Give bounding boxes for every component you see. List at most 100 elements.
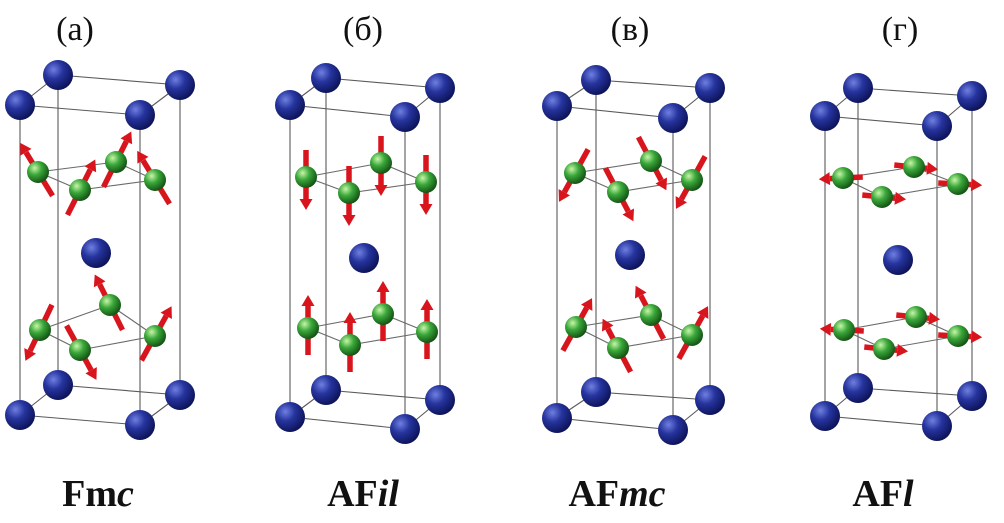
- green-atom: [69, 339, 91, 361]
- blue-atom: [5, 400, 35, 430]
- ring-edge: [349, 331, 428, 346]
- spin-arrow-head: [926, 161, 939, 175]
- spin-arrow-head: [581, 298, 593, 311]
- green-atom: [69, 179, 91, 201]
- spin-arrow-head: [160, 306, 172, 319]
- blue-atom: [843, 373, 873, 403]
- cell-edge: [19, 414, 141, 426]
- green-atom: [415, 171, 437, 193]
- blue-atom: [43, 370, 73, 400]
- green-atom: [947, 173, 969, 195]
- blue-atom: [957, 381, 987, 411]
- blue-atom: [658, 103, 688, 133]
- blue-atom: [165, 380, 195, 410]
- spin-arrow-head: [819, 322, 832, 336]
- green-atom: [905, 306, 927, 328]
- green-atom: [29, 319, 51, 341]
- green-atom: [338, 182, 360, 204]
- ring-edge: [574, 160, 652, 174]
- blue-atom: [922, 111, 952, 141]
- ring-edge: [617, 334, 693, 349]
- blue-atom: [957, 81, 987, 111]
- green-atom: [297, 317, 319, 339]
- ring-edge: [843, 316, 917, 331]
- spin-arrow-head: [675, 196, 687, 209]
- green-atom: [947, 325, 969, 347]
- spin-arrow-head: [970, 178, 983, 192]
- ring-edge: [305, 162, 382, 178]
- blue-atom: [425, 385, 455, 415]
- blue-atom: [311, 375, 341, 405]
- blue-atom: [542, 403, 572, 433]
- spin-arrow-head: [120, 131, 133, 145]
- green-atom: [871, 186, 893, 208]
- cell-edge: [857, 387, 973, 397]
- ring-edge: [883, 335, 959, 350]
- blue-atom: [581, 65, 611, 95]
- spin-arrow-head: [420, 299, 434, 310]
- green-atom: [144, 169, 166, 191]
- panel-c-caption: AFmc: [568, 473, 665, 515]
- blue-atom-center: [81, 238, 111, 268]
- blue-atom: [390, 414, 420, 444]
- spin-arrow-head: [342, 215, 356, 226]
- spin-arrow-head: [970, 330, 983, 344]
- spin-arrow-head: [635, 285, 647, 299]
- blue-atom: [275, 402, 305, 432]
- spin-arrow-head: [602, 318, 614, 332]
- green-atom: [339, 334, 361, 356]
- green-atom: [416, 321, 438, 343]
- spin-arrow-head: [818, 172, 831, 186]
- ring-edge: [348, 181, 427, 194]
- cell-edge: [857, 87, 973, 97]
- green-atom: [105, 151, 127, 173]
- blue-atom: [843, 73, 873, 103]
- cell-edge: [595, 79, 711, 89]
- ring-edge: [37, 161, 117, 173]
- green-atom: [607, 181, 629, 203]
- green-atom: [370, 152, 392, 174]
- spin-arrow-head: [301, 295, 315, 306]
- green-atom: [565, 316, 587, 338]
- cell-edge: [57, 384, 181, 396]
- spin-arrow-head: [419, 204, 433, 215]
- ring-edge: [79, 335, 156, 351]
- green-atom: [903, 156, 925, 178]
- cell-edge: [289, 104, 406, 118]
- cell-edge: [19, 104, 141, 116]
- blue-atom: [810, 101, 840, 131]
- spin-arrow-head: [655, 177, 667, 191]
- panel-a-letter: (а): [56, 11, 94, 48]
- spin-arrow-head: [896, 343, 909, 357]
- ring-edge: [617, 179, 693, 193]
- spin-arrow-head: [85, 367, 97, 380]
- ring-edge: [39, 304, 111, 331]
- spin-arrow-head: [894, 191, 907, 205]
- blue-atom: [5, 90, 35, 120]
- spin-arrow-head: [558, 189, 570, 202]
- blue-atom: [43, 60, 73, 90]
- ring-edge: [575, 314, 652, 328]
- cell-edge: [556, 105, 674, 119]
- ring-edge: [79, 179, 156, 191]
- green-atom: [564, 162, 586, 184]
- spin-arrow-head: [84, 159, 97, 173]
- green-atom: [833, 319, 855, 341]
- panel-b-letter: (б): [343, 11, 383, 48]
- green-atom: [640, 150, 662, 172]
- blue-atom: [125, 100, 155, 130]
- blue-atom: [658, 415, 688, 445]
- spin-arrow-head: [299, 199, 313, 210]
- panel-d-letter: (г): [882, 11, 919, 48]
- blue-atom: [125, 410, 155, 440]
- blue-atom-center: [883, 245, 913, 275]
- spin-arrow-head: [928, 311, 941, 325]
- green-atom: [873, 338, 895, 360]
- green-atom: [832, 167, 854, 189]
- green-atom: [607, 337, 629, 359]
- panel-c-letter: (в): [611, 11, 650, 48]
- cell-edge: [556, 417, 674, 431]
- spin-arrow-head: [20, 142, 32, 156]
- cell-edge: [57, 74, 181, 86]
